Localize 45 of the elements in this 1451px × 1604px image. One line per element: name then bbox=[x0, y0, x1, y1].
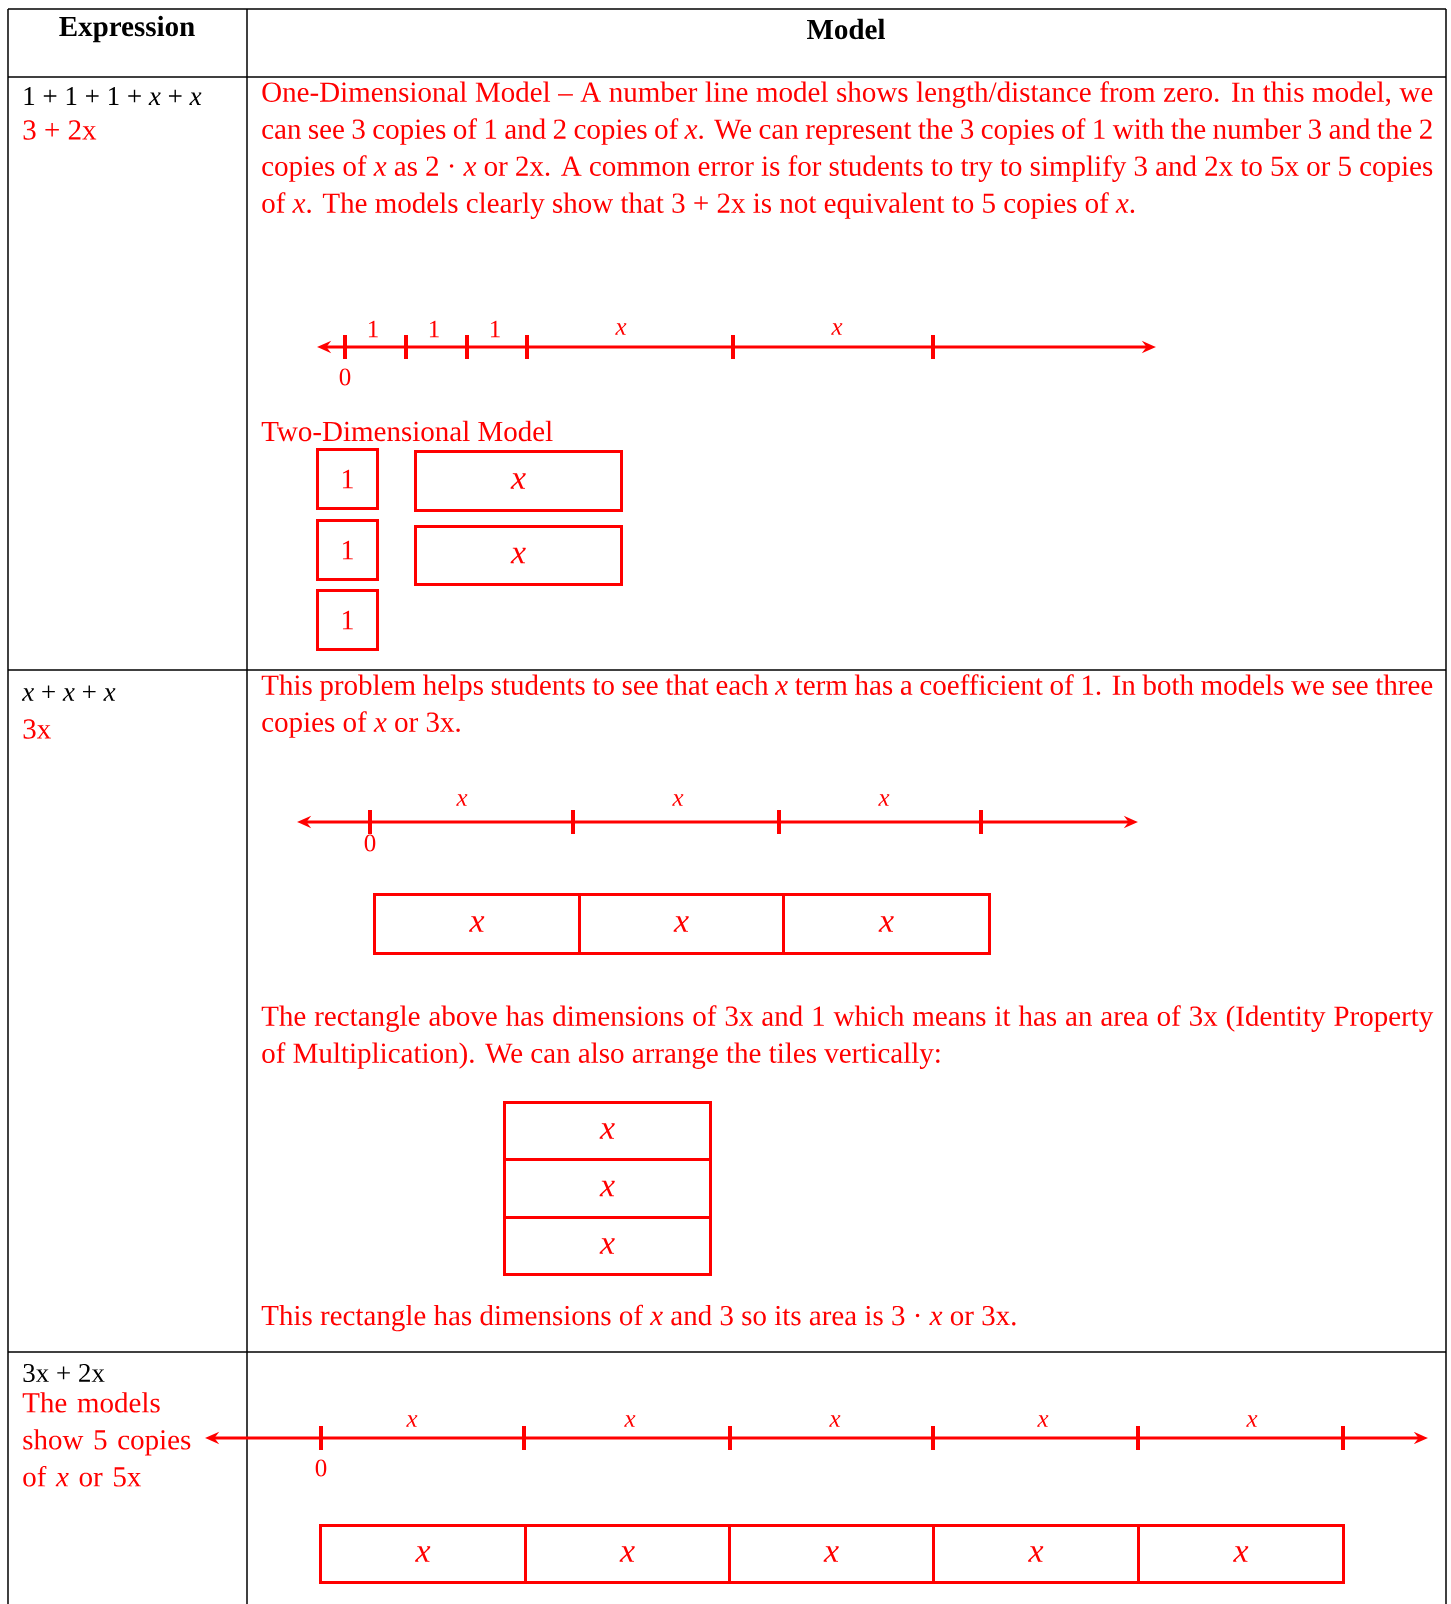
algebra-tile: x bbox=[728, 1524, 935, 1584]
tick-label: 0 bbox=[364, 834, 376, 852]
algebra-tile: x bbox=[414, 525, 623, 586]
tick-label: x bbox=[831, 323, 843, 335]
tick-label: x bbox=[406, 1415, 418, 1427]
tick-label: 1 bbox=[368, 320, 378, 338]
expression-text: x + x + x bbox=[21, 685, 116, 701]
algebra-tile: x bbox=[1137, 1524, 1345, 1584]
paragraph: One-Dimensional Model – A number line model shows length/distance from zero. In this model, we can see 3 copies of 1 and 2 copies of x. We can represent the 3 copies of 1 with the number 3 and the 2 copies of x as 2 · x or 2x. A common error is for students to try to simplify 3 and 2x to 5x or 5 copies of x. The models clearly show that 3 + 2x is not equivalent to 5 copies of x. bbox=[262, 81, 1433, 219]
algebra-tile: x bbox=[578, 893, 785, 955]
algebra-tile: x bbox=[503, 1101, 712, 1161]
expression-text: 3x bbox=[23, 719, 51, 739]
tick-label: x bbox=[829, 1415, 841, 1427]
algebra-tile: x bbox=[524, 1524, 731, 1584]
tick-label: x bbox=[878, 794, 890, 806]
column-header: Expression bbox=[59, 15, 195, 43]
tick-label: 0 bbox=[315, 1459, 327, 1477]
subheading: Two-Dimensional Model bbox=[261, 420, 553, 442]
algebra-tile: 1 bbox=[316, 589, 379, 651]
tick-label: x bbox=[672, 794, 684, 806]
algebra-tile: x bbox=[932, 1524, 1140, 1584]
expression-text: 3x + 2x bbox=[23, 1363, 105, 1383]
tick-label: x bbox=[615, 323, 627, 335]
tick-label: 0 bbox=[339, 368, 351, 386]
tick-label: x bbox=[456, 794, 468, 806]
column-header: Model bbox=[807, 18, 885, 40]
algebra-tile: x bbox=[373, 893, 581, 955]
algebra-tile: x bbox=[503, 1216, 712, 1276]
tick-label: 1 bbox=[490, 320, 500, 338]
algebra-tile: x bbox=[782, 893, 991, 955]
tick-label: x bbox=[1037, 1415, 1049, 1427]
algebra-tile: x bbox=[414, 450, 623, 512]
algebra-tile: x bbox=[319, 1524, 527, 1584]
algebra-tile: 1 bbox=[316, 519, 379, 581]
tick-label: 1 bbox=[429, 320, 439, 338]
expression-text: 3 + 2x bbox=[23, 120, 97, 140]
expression-text: 1 + 1 + 1 + x + x bbox=[24, 87, 202, 105]
paragraph: This problem helps students to see that each x term has a coefficient of 1. In both models we see three copies of x or 3x. bbox=[261, 674, 1433, 738]
paragraph: This rectangle has dimensions of x and 3 so its area is 3 · x or 3x. bbox=[261, 1304, 1016, 1332]
tick-label: x bbox=[1246, 1415, 1258, 1427]
paragraph: The rectangle above has dimensions of 3x and 1 which means it has an area of 3x (Identity Property of Multiplication). We can also arrange the tiles vertically: bbox=[261, 1005, 1434, 1069]
paragraph: The models show 5 copies of x or 5x bbox=[22, 1392, 191, 1487]
tick-label: x bbox=[624, 1415, 636, 1427]
algebra-tile: x bbox=[503, 1158, 712, 1219]
algebra-tile: 1 bbox=[316, 448, 379, 510]
